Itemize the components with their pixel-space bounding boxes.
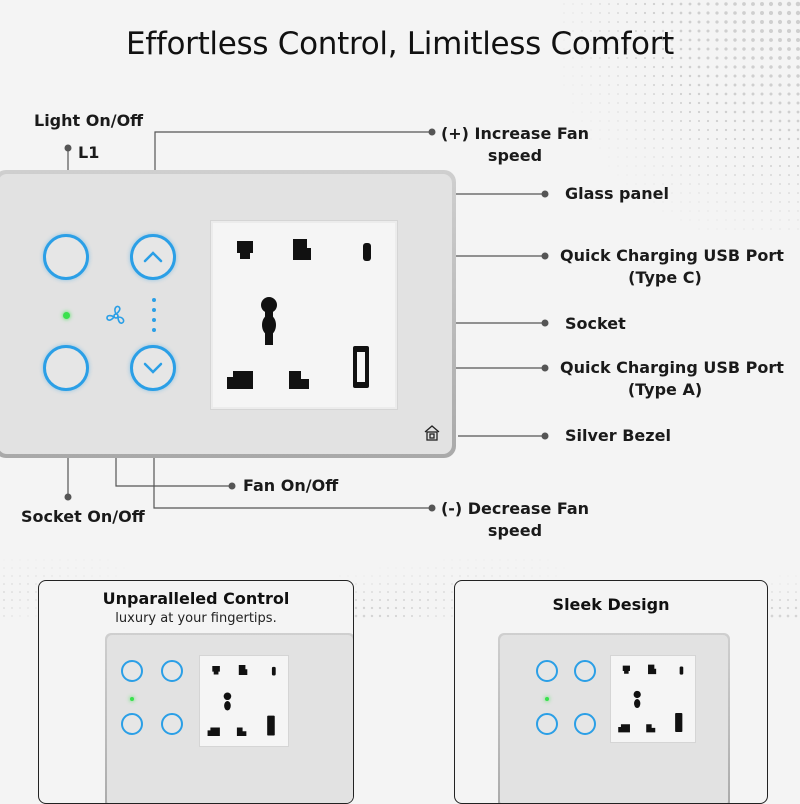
mini-status-led	[545, 697, 549, 701]
universal-socket	[210, 220, 398, 410]
mini-touch-button	[121, 660, 143, 682]
fan-speed-dot	[152, 328, 156, 332]
mini-socket-holes	[618, 664, 684, 733]
mini-touch-button	[536, 713, 558, 735]
chevron-up-icon	[143, 251, 163, 263]
status-led	[63, 312, 70, 319]
label-glass-panel: Glass panel	[565, 184, 670, 203]
feature-card-design: Sleek Design	[454, 580, 768, 804]
mini-socket	[610, 655, 696, 743]
mini-touch-button	[161, 713, 183, 735]
mini-switch-panel	[105, 633, 353, 803]
mini-touch-button	[121, 713, 143, 735]
mini-touch-button	[574, 713, 596, 735]
socket-toggle-button[interactable]	[43, 345, 89, 391]
chevron-down-icon	[143, 362, 163, 374]
card-title: Unparalleled Control	[102, 589, 290, 608]
fan-icon[interactable]	[103, 303, 129, 329]
fan-increase-button[interactable]	[130, 234, 176, 280]
smart-home-icon	[424, 425, 440, 441]
feature-card-control: Unparalleled Control luxury at your fing…	[38, 580, 354, 804]
light-toggle-button[interactable]	[43, 234, 89, 280]
fan-decrease-button[interactable]	[130, 345, 176, 391]
label-light-onoff: Light On/Off	[34, 111, 144, 130]
socket-holes	[227, 239, 371, 389]
mini-status-led	[130, 697, 134, 701]
label-socket: Socket	[565, 314, 626, 333]
mini-switch-panel	[498, 633, 730, 803]
fan-speed-dot	[152, 298, 156, 302]
mini-touch-button	[536, 660, 558, 682]
card-subtitle: luxury at your fingertips.	[115, 611, 277, 626]
mini-touch-button	[574, 660, 596, 682]
card-title: Sleek Design	[552, 595, 670, 614]
fan-speed-dot	[152, 318, 156, 322]
label-usb-c: Quick Charging USB Port(Type C)	[560, 246, 784, 287]
label-socket-onoff: Socket On/Off	[21, 507, 145, 526]
page-title: Effortless Control, Limitless Comfort	[125, 26, 675, 62]
fan-speed-dot	[152, 308, 156, 312]
mini-socket	[199, 655, 289, 747]
mini-touch-button	[161, 660, 183, 682]
label-l1: L1	[78, 143, 100, 162]
label-silver-bezel: Silver Bezel	[565, 426, 671, 445]
mini-socket-holes	[207, 665, 276, 737]
label-fan-onoff: Fan On/Off	[243, 476, 339, 495]
label-usb-a: Quick Charging USB Port(Type A)	[560, 358, 784, 399]
